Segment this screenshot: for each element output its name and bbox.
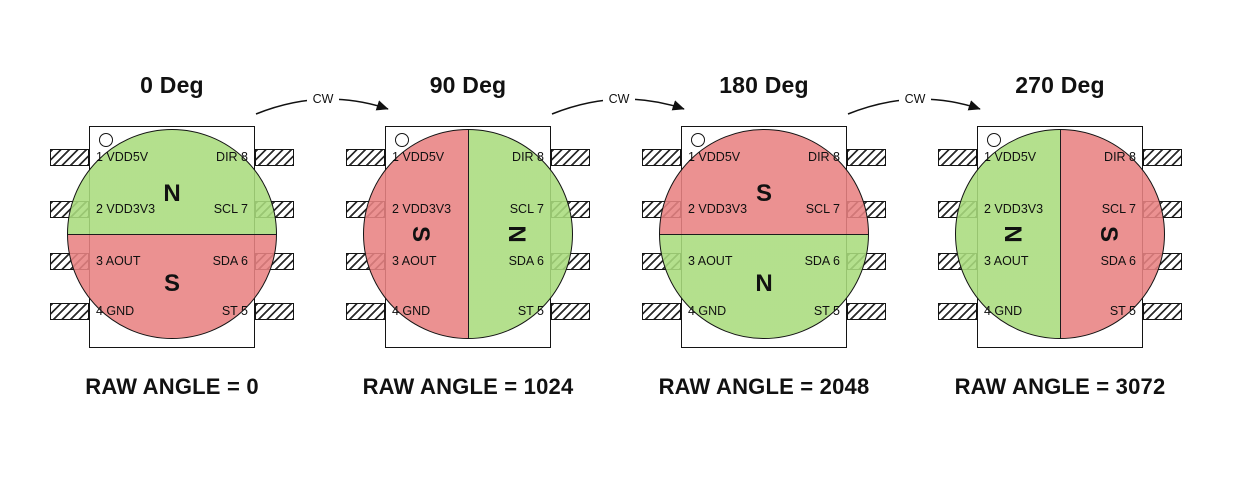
pin-label-gnd: 4 GND (688, 304, 727, 318)
pin1-indicator-icon (691, 133, 705, 147)
pin-label-dir: DIR 8 (216, 150, 248, 164)
pin-label-aout: 3 AOUT (688, 254, 733, 268)
pin-4 (938, 303, 977, 320)
magnet-split-line (1060, 130, 1061, 338)
cw-label: CW (905, 92, 926, 106)
pin-label-vdd5v: 1 VDD5V (984, 150, 1037, 164)
panel-title: 0 Deg (140, 72, 204, 98)
pin1-indicator-icon (987, 133, 1001, 147)
magnet: N S (955, 129, 1165, 339)
pin-8 (847, 149, 886, 166)
pin-label-st: ST 5 (1109, 304, 1136, 318)
pin-label-scl: SCL 7 (805, 202, 840, 216)
pole-label: N (502, 225, 530, 243)
pin-label-scl: SCL 7 (213, 202, 248, 216)
pin-1 (50, 149, 89, 166)
magnet: N S (67, 129, 277, 339)
cw-arrow: CW (255, 91, 389, 115)
panel-180-deg: 180 Deg S N 1 VDD5V 2 VDD3V3 3 AOUT 4 GN… (616, 0, 912, 480)
pin-8 (255, 149, 294, 166)
pin-label-vdd5v: 1 VDD5V (392, 150, 445, 164)
pin-4 (50, 303, 89, 320)
panel-title: 180 Deg (719, 72, 809, 98)
pin-label-scl: SCL 7 (1101, 202, 1136, 216)
pin-1 (642, 149, 681, 166)
pin-8 (551, 149, 590, 166)
panel-90-deg: 90 Deg S N 1 VDD5V 2 VDD3V3 3 AOUT 4 GND… (320, 0, 616, 480)
pin-5 (255, 303, 294, 320)
magnet: S N (659, 129, 869, 339)
pin-label-sda: SDA 6 (212, 254, 248, 268)
pin-label-aout: 3 AOUT (96, 254, 141, 268)
cw-label: CW (313, 92, 334, 106)
magnet-split-line (660, 234, 868, 235)
pole-label: S (755, 180, 773, 208)
pin-label-vdd5v: 1 VDD5V (688, 150, 741, 164)
pin-label-sda: SDA 6 (508, 254, 544, 268)
pin-label-dir: DIR 8 (1104, 150, 1136, 164)
pin-label-vdd5v: 1 VDD5V (96, 150, 149, 164)
pin-label-gnd: 4 GND (984, 304, 1023, 318)
pole-label: N (163, 180, 181, 208)
pin-1 (346, 149, 385, 166)
pin-label-dir: DIR 8 (512, 150, 544, 164)
pin-5 (1143, 303, 1182, 320)
pin-label-scl: SCL 7 (509, 202, 544, 216)
panel-0-deg: 0 Deg N S 1 VDD5V 2 VDD3V3 3 AOUT 4 GND … (24, 0, 320, 480)
pin-label-sda: SDA 6 (1100, 254, 1136, 268)
pin-label-dir: DIR 8 (808, 150, 840, 164)
raw-angle-label: RAW ANGLE = 0 (85, 374, 259, 399)
chip-package: N S 1 VDD5V 2 VDD3V3 3 AOUT 4 GND DIR 8 … (938, 126, 1182, 348)
pin-label-st: ST 5 (813, 304, 840, 318)
cw-label: CW (609, 92, 630, 106)
pin-8 (1143, 149, 1182, 166)
pole-label: N (999, 225, 1027, 243)
chip-package: S N 1 VDD5V 2 VDD3V3 3 AOUT 4 GND DIR 8 … (642, 126, 886, 348)
pole-label: N (755, 269, 773, 297)
pin-label-vdd3v3: 2 VDD3V3 (392, 202, 452, 216)
panel-title: 270 Deg (1015, 72, 1105, 98)
pin1-indicator-icon (395, 133, 409, 147)
panel-270-deg: 270 Deg N S 1 VDD5V 2 VDD3V3 3 AOUT 4 GN… (912, 0, 1208, 480)
pin-label-aout: 3 AOUT (392, 254, 437, 268)
panel-title: 90 Deg (429, 72, 507, 98)
pin-label-st: ST 5 (517, 304, 544, 318)
pin-label-gnd: 4 GND (96, 304, 135, 318)
raw-angle-label: RAW ANGLE = 2048 (658, 374, 870, 399)
chip-package: N S 1 VDD5V 2 VDD3V3 3 AOUT 4 GND DIR 8 … (50, 126, 294, 348)
pin-label-vdd3v3: 2 VDD3V3 (984, 202, 1044, 216)
cw-arrow: CW (847, 91, 981, 115)
pole-label: S (1094, 225, 1122, 243)
magnet-split-line (68, 234, 276, 235)
pin-label-vdd3v3: 2 VDD3V3 (688, 202, 748, 216)
pin-5 (551, 303, 590, 320)
pole-label: S (163, 269, 181, 297)
pin-label-aout: 3 AOUT (984, 254, 1029, 268)
pin-1 (938, 149, 977, 166)
raw-angle-label: RAW ANGLE = 3072 (954, 374, 1166, 399)
magnet: S N (363, 129, 573, 339)
magnet-split-line (468, 130, 469, 338)
pin-4 (642, 303, 681, 320)
cw-arrow: CW (551, 91, 685, 115)
pin-4 (346, 303, 385, 320)
pin-label-vdd3v3: 2 VDD3V3 (96, 202, 156, 216)
pin-label-gnd: 4 GND (392, 304, 431, 318)
pin1-indicator-icon (99, 133, 113, 147)
pole-label: S (407, 225, 435, 243)
pin-5 (847, 303, 886, 320)
pin-label-sda: SDA 6 (804, 254, 840, 268)
chip-package: S N 1 VDD5V 2 VDD3V3 3 AOUT 4 GND DIR 8 … (346, 126, 590, 348)
pin-label-st: ST 5 (221, 304, 248, 318)
raw-angle-label: RAW ANGLE = 1024 (362, 374, 574, 399)
